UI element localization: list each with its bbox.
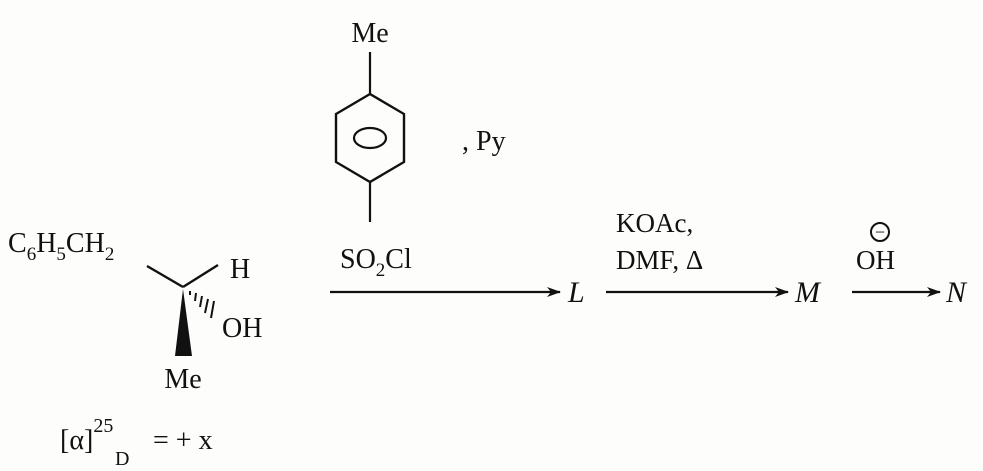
reagent-methyl-label: Me — [351, 18, 388, 49]
step2-reagent-line2: DMF, Δ — [616, 245, 703, 275]
aromatic-circle — [352, 126, 388, 150]
rotation-value: = + x — [153, 425, 213, 456]
hydrogen-label: H — [230, 254, 250, 285]
benzyl-group-label: C6H5CH2 — [8, 228, 114, 265]
hydroxyl-label: OH — [222, 313, 262, 344]
methyl-label: Me — [164, 364, 201, 395]
hashed-wedge-bond — [189, 291, 215, 319]
hydroxide-label: OH — [856, 245, 895, 275]
negative-charge-icon — [870, 222, 890, 242]
tosyl-chloride-label: SO2Cl — [340, 244, 412, 281]
solid-wedge-bond — [175, 289, 192, 356]
product-m: M — [794, 276, 822, 309]
step2-reagent-line1: KOAc, — [616, 208, 693, 238]
ch2-bond — [146, 264, 184, 289]
h-bond — [182, 263, 219, 289]
negative-charge-sign: − — [875, 222, 885, 242]
product-n: N — [945, 276, 968, 309]
optical-rotation: [α]25 — [60, 415, 113, 456]
rotation-wavelength: D — [115, 448, 129, 470]
benzene-ring — [334, 92, 406, 184]
product-l: L — [567, 276, 585, 309]
pyridine-label: , Py — [462, 126, 506, 157]
